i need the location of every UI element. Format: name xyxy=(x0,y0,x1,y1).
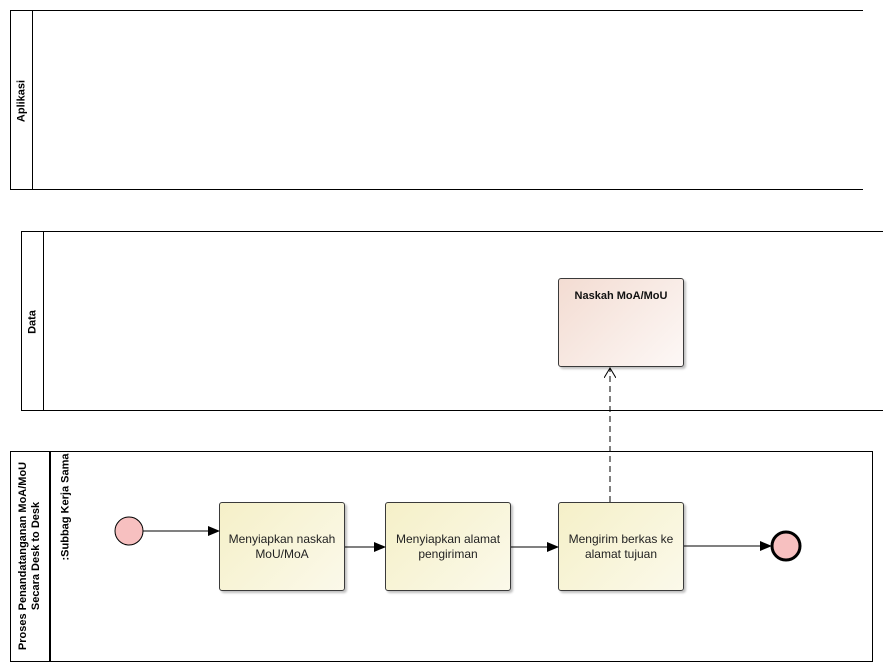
task-label-line1: Menyiapkan alamat xyxy=(395,531,501,546)
pool-process-header: Proses Penandatanganan MoA/MoU Secara De… xyxy=(11,452,50,661)
task-label-line1: Menyiapkan naskah xyxy=(228,531,336,546)
lane-subbag xyxy=(50,452,872,661)
task-label: Menyiapkan naskah MoU/MoA xyxy=(229,532,336,562)
task-label-line2: pengiriman xyxy=(418,546,478,561)
pool-data-header: Data xyxy=(22,232,44,410)
end-event[interactable] xyxy=(770,530,802,562)
task-label: Mengirim berkas ke alamat tujuan xyxy=(569,532,674,562)
task-mengirim-berkas[interactable]: Mengirim berkas ke alamat tujuan xyxy=(558,502,684,591)
pool-aplikasi: Aplikasi xyxy=(10,10,863,190)
data-object-naskah[interactable]: Naskah MoA/MoU xyxy=(558,278,684,367)
task-menyiapkan-naskah[interactable]: Menyiapkan naskah MoU/MoA xyxy=(219,502,345,591)
task-label-line1: Mengirim berkas ke xyxy=(568,531,674,546)
start-event[interactable] xyxy=(114,516,144,546)
task-menyiapkan-alamat[interactable]: Menyiapkan alamat pengiriman xyxy=(385,502,511,591)
task-label-line2: MoU/MoA xyxy=(255,546,309,561)
task-label-line2: alamat tujuan xyxy=(584,546,658,561)
task-label: Menyiapkan alamat pengiriman xyxy=(396,532,500,562)
pool-aplikasi-header: Aplikasi xyxy=(11,11,33,189)
pool-data: Data xyxy=(21,231,883,411)
data-object-label: Naskah MoA/MoU xyxy=(574,290,668,302)
